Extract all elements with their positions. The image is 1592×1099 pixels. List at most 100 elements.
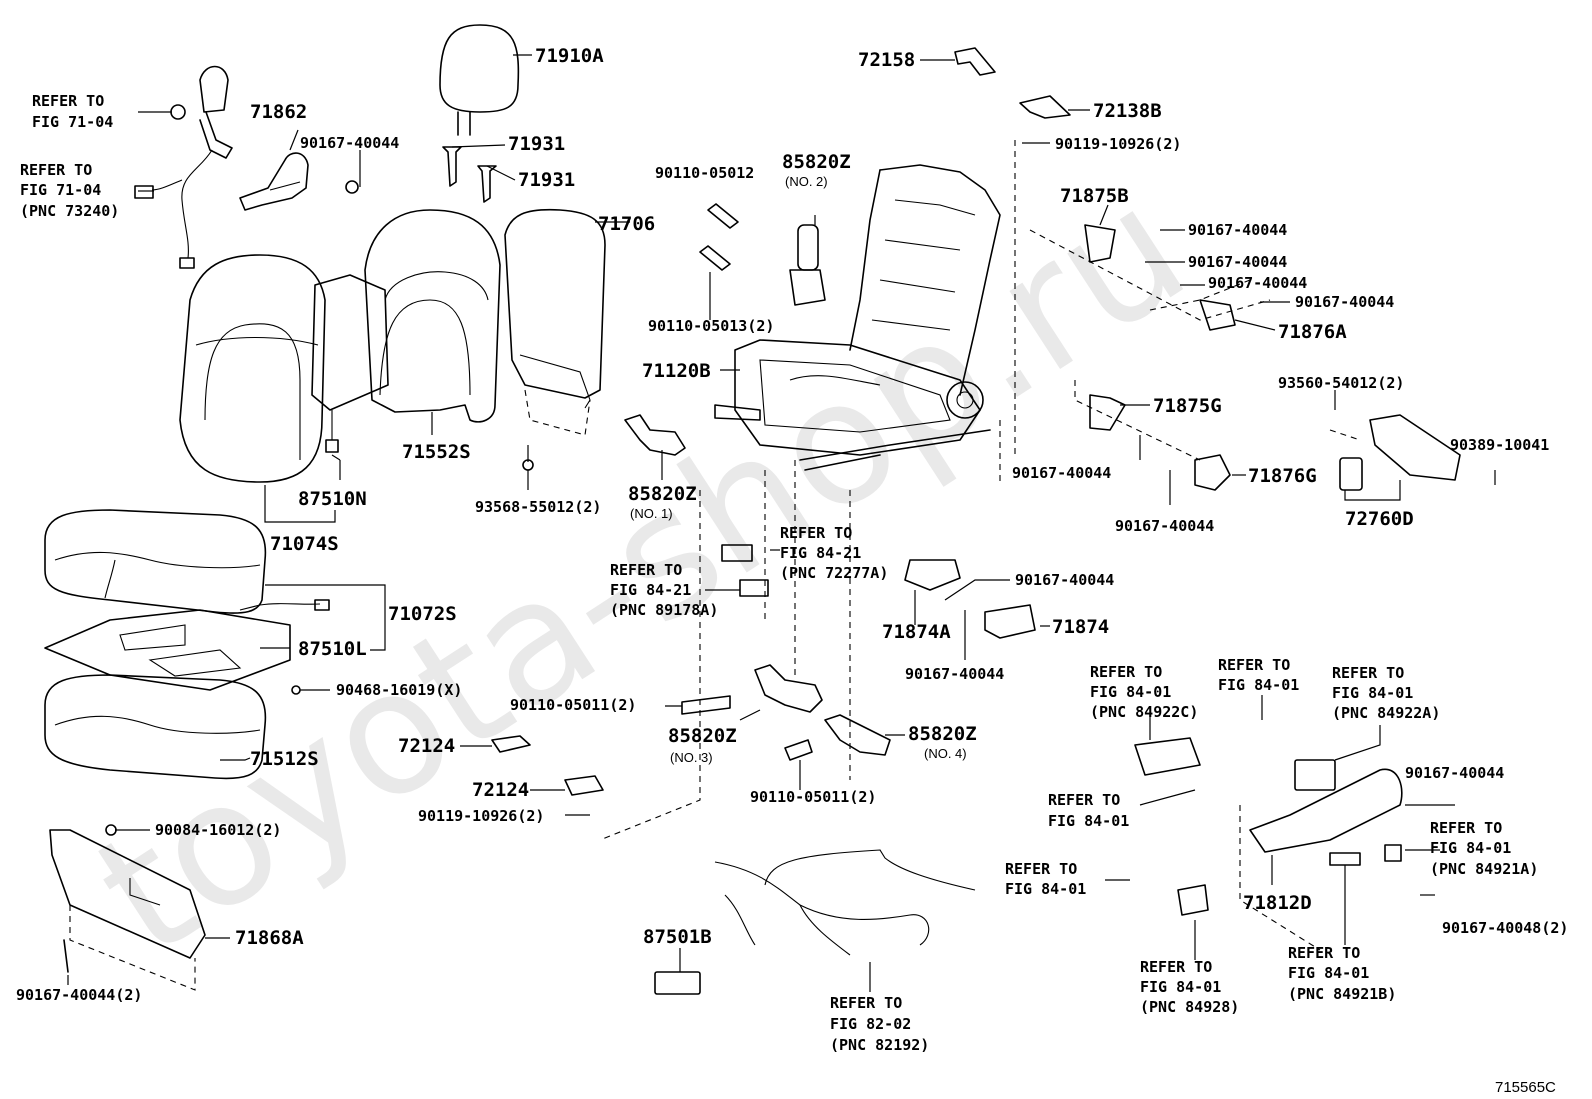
seat-cushion-heater-drawing[interactable] — [44, 599, 330, 691]
label-90167-40044-h[interactable]: 90167-40044 — [1015, 571, 1114, 589]
bracket-71874-drawing[interactable] — [984, 604, 1036, 639]
ref-fig-84-21-b-line2[interactable]: FIG 84-21 — [610, 581, 691, 599]
label-90167-40044-b[interactable]: 90167-40044 — [1188, 221, 1287, 239]
ref-pnc-84928-line1[interactable]: REFER TO — [1140, 958, 1212, 976]
label-71876G[interactable]: 71876G — [1248, 465, 1317, 487]
bracket-71876A-drawing[interactable] — [1199, 299, 1236, 331]
label-90110-05013[interactable]: 90110-05013(2) — [648, 317, 774, 335]
side-cover-71862-drawing[interactable] — [239, 152, 359, 211]
label-85820Z-no1[interactable]: 85820Z — [628, 483, 697, 505]
ref-pnc-84922C-line3[interactable]: (PNC 84922C) — [1090, 703, 1198, 721]
label-71931-a[interactable]: 71931 — [508, 133, 565, 155]
label-87510L[interactable]: 87510L — [298, 638, 367, 660]
label-72138B[interactable]: 72138B — [1093, 100, 1162, 122]
label-90167-40044-j[interactable]: 90167-40044 — [1405, 764, 1504, 782]
bracket-71875B-drawing[interactable] — [1084, 224, 1116, 263]
label-72158[interactable]: 72158 — [858, 49, 915, 71]
label-71512S[interactable]: 71512S — [250, 748, 319, 770]
connector-72277A-drawing[interactable] — [721, 544, 753, 562]
label-90167-40044-g[interactable]: 90167-40044 — [1115, 517, 1214, 535]
label-90167-40044-i[interactable]: 90167-40044 — [905, 665, 1004, 683]
ref-pnc-84928-line2[interactable]: FIG 84-01 — [1140, 978, 1221, 996]
seat-belt-buckle-drawing[interactable] — [134, 65, 233, 269]
ref-fig-71-04-b-line2[interactable]: FIG 71-04 — [20, 181, 101, 199]
ref-fig-71-04-a-line2[interactable]: FIG 71-04 — [32, 113, 113, 131]
seat-frame-drawing[interactable] — [714, 164, 1001, 471]
seat-cushion-cover-drawing[interactable] — [44, 509, 267, 614]
label-85820Z-no4[interactable]: 85820Z — [908, 723, 977, 745]
ref-pnc-84922C-line1[interactable]: REFER TO — [1090, 663, 1162, 681]
ref-fig-84-01-b-line1[interactable]: REFER TO — [1048, 791, 1120, 809]
label-90167-40044-f[interactable]: 90167-40044 — [1012, 464, 1111, 482]
ref-fig-84-21-b-line3[interactable]: (PNC 89178A) — [610, 601, 718, 619]
label-71812D[interactable]: 71812D — [1243, 892, 1312, 914]
label-90468-16019[interactable]: 90468-16019(X) — [336, 681, 462, 699]
label-90110-05011-b[interactable]: 90110-05011(2) — [750, 788, 876, 806]
ref-fig-84-01-a-line2[interactable]: FIG 84-01 — [1218, 676, 1299, 694]
label-90167-40044-c[interactable]: 90167-40044 — [1188, 253, 1287, 271]
label-90167-40044-d[interactable]: 90167-40044 — [1208, 274, 1307, 292]
ecu-87501B-drawing[interactable] — [654, 971, 701, 995]
headrest-guide-drawing[interactable] — [442, 146, 497, 203]
bolt-90110-05013-drawing[interactable] — [699, 245, 731, 271]
ref-fig-84-01-b-line2[interactable]: FIG 84-01 — [1048, 812, 1129, 830]
bracket-71875G-drawing[interactable] — [1089, 394, 1126, 431]
label-90167-40044-k[interactable]: 90167-40044(2) — [16, 986, 142, 1004]
ref-fig-84-21-a-line1[interactable]: REFER TO — [780, 524, 852, 542]
label-90110-05011-a[interactable]: 90110-05011(2) — [510, 696, 636, 714]
label-71876A[interactable]: 71876A — [1278, 321, 1347, 343]
ref-fig-71-04-b-line3[interactable]: (PNC 73240) — [20, 202, 119, 220]
ref-pnc-84921B-line2[interactable]: FIG 84-01 — [1288, 964, 1369, 982]
knob-72124-drawing[interactable] — [491, 735, 604, 796]
ref-pnc-84922A-line3[interactable]: (PNC 84922A) — [1332, 704, 1440, 722]
clip-72158-drawing[interactable] — [954, 47, 996, 76]
label-71072S[interactable]: 71072S — [388, 603, 457, 625]
label-90167-40044-e[interactable]: 90167-40044 — [1295, 293, 1394, 311]
ref-fig-82-02-line3[interactable]: (PNC 82192) — [830, 1036, 929, 1054]
label-71874A[interactable]: 71874A — [882, 621, 951, 643]
label-72124-b[interactable]: 72124 — [472, 779, 529, 801]
label-93568-55012[interactable]: 93568-55012(2) — [475, 498, 601, 516]
ref-pnc-84921B-line1[interactable]: REFER TO — [1288, 944, 1360, 962]
label-71074S[interactable]: 71074S — [270, 533, 339, 555]
ref-fig-84-01-a-line1[interactable]: REFER TO — [1218, 656, 1290, 674]
bolt-90110-05011-b-drawing[interactable] — [784, 739, 813, 761]
ref-fig-84-21-a-line2[interactable]: FIG 84-21 — [780, 544, 861, 562]
bracket-72760D-drawing[interactable] — [1339, 414, 1461, 491]
ref-fig-84-01-c-line2[interactable]: FIG 84-01 — [1005, 880, 1086, 898]
label-71875G[interactable]: 71875G — [1153, 395, 1222, 417]
label-90084-16012[interactable]: 90084-16012(2) — [155, 821, 281, 839]
ref-fig-82-02-line1[interactable]: REFER TO — [830, 994, 902, 1012]
switch-84922C-drawing[interactable] — [1134, 737, 1201, 776]
ref-fig-82-02-line2[interactable]: FIG 82-02 — [830, 1015, 911, 1033]
label-87510N[interactable]: 87510N — [298, 488, 367, 510]
label-71931-b[interactable]: 71931 — [518, 169, 575, 191]
seat-shield-cover-drawing[interactable] — [49, 824, 206, 991]
label-90167-40044-a[interactable]: 90167-40044 — [300, 134, 399, 152]
switch-84928-drawing[interactable] — [1177, 884, 1209, 916]
ref-pnc-84921A-line2[interactable]: FIG 84-01 — [1430, 839, 1511, 857]
label-72124-a[interactable]: 72124 — [398, 735, 455, 757]
motor-no4-drawing[interactable] — [824, 714, 891, 756]
ref-pnc-84922A-line1[interactable]: REFER TO — [1332, 664, 1404, 682]
label-93560-54012[interactable]: 93560-54012(2) — [1278, 374, 1404, 392]
ref-fig-84-01-c-line1[interactable]: REFER TO — [1005, 860, 1077, 878]
label-71875B[interactable]: 71875B — [1060, 185, 1129, 207]
label-90119-10926-top[interactable]: 90119-10926(2) — [1055, 135, 1181, 153]
label-71862[interactable]: 71862 — [250, 101, 307, 123]
bolt-90110-05012-drawing[interactable] — [707, 203, 739, 229]
side-shield-71812D-drawing[interactable] — [1249, 768, 1403, 853]
label-90167-40048[interactable]: 90167-40048(2) — [1442, 919, 1568, 937]
label-71552S[interactable]: 71552S — [402, 441, 471, 463]
motor-no2-drawing[interactable] — [789, 224, 826, 306]
seatback-heater-drawing[interactable] — [311, 274, 389, 461]
ref-pnc-84922A-line2[interactable]: FIG 84-01 — [1332, 684, 1413, 702]
ref-fig-71-04-b-line1[interactable]: REFER TO — [20, 161, 92, 179]
connector-89178A-drawing[interactable] — [739, 579, 769, 597]
switch-84921B-drawing[interactable] — [1329, 852, 1361, 866]
label-90110-05012[interactable]: 90110-05012 — [655, 164, 754, 182]
label-87501B[interactable]: 87501B — [643, 926, 712, 948]
ref-pnc-84921B-line3[interactable]: (PNC 84921B) — [1288, 985, 1396, 1003]
label-85820Z-no3[interactable]: 85820Z — [668, 725, 737, 747]
label-85820Z-no2[interactable]: 85820Z — [782, 151, 851, 173]
